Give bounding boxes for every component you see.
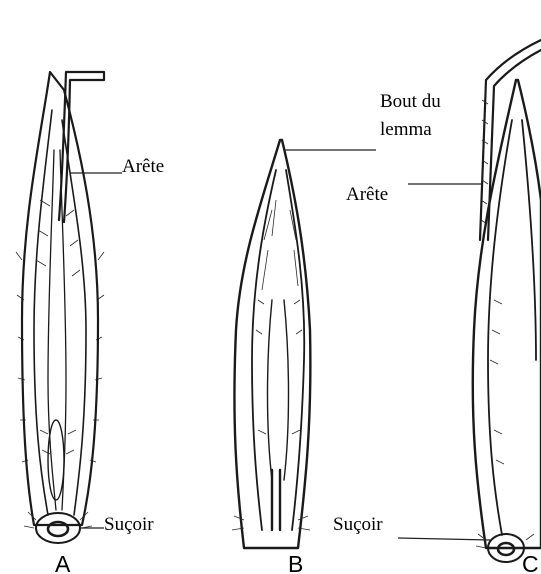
label-awn-c: Arête [346,184,388,205]
floret-b [232,140,310,548]
lemma-a [22,72,98,525]
leader-callus-c [398,538,490,540]
label-callus-a: Suçoir [104,514,154,535]
panel-letter-a: A [55,551,71,574]
panel-letter-b: B [288,551,303,574]
label-awn-a: Arête [122,156,164,177]
panel-letter-c: C [522,551,539,574]
label-lemma-tip-line2: lemma [380,119,432,140]
label-callus-c: Suçoir [333,514,383,535]
floret-a [16,72,104,543]
label-lemma-tip-line1: Bout du [380,91,441,112]
floret-c [473,40,541,562]
callus-a-base [36,513,80,543]
